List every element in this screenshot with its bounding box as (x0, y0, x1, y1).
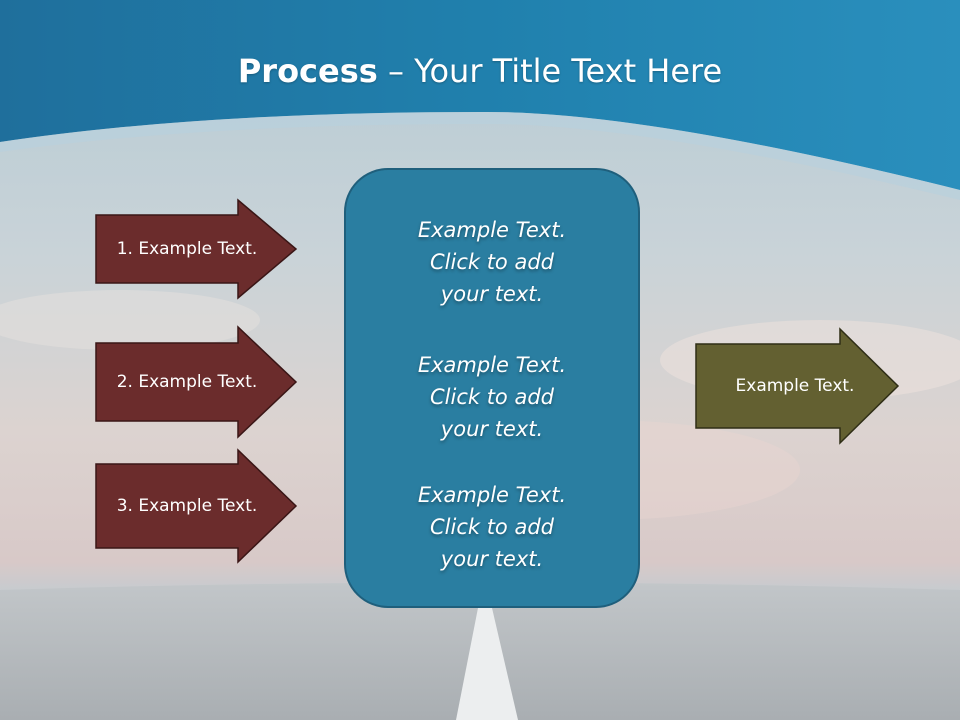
block-line: Click to add (429, 385, 554, 409)
title-bold: Process (237, 52, 378, 90)
input-arrow-1[interactable]: 1. Example Text. (94, 198, 298, 300)
block-line: Click to add (429, 515, 554, 539)
block-line: your text. (440, 547, 544, 571)
block-line: Example Text. (417, 218, 567, 242)
input-arrow-3[interactable]: 3. Example Text. (94, 448, 298, 564)
block-line: your text. (440, 417, 544, 441)
center-text-block-3[interactable]: Example Text. Click to add your text. (346, 479, 638, 575)
input-arrow-2[interactable]: 2. Example Text. (94, 325, 298, 439)
center-text-block-1[interactable]: Example Text. Click to add your text. (346, 214, 638, 310)
output-arrow-label: Example Text. (735, 376, 855, 396)
arrow-shape (95, 198, 298, 300)
slide-title: Process – Your Title Text Here (0, 52, 960, 90)
arrow-shape (695, 327, 900, 445)
block-line: Example Text. (417, 483, 567, 507)
input-arrow-label: 1. Example Text. (116, 239, 258, 259)
arrow-shape (95, 448, 298, 564)
center-text-block-2[interactable]: Example Text. Click to add your text. (346, 349, 638, 445)
input-arrow-label: 2. Example Text. (116, 372, 258, 392)
block-line: Click to add (429, 250, 554, 274)
output-arrow[interactable]: Example Text. (694, 327, 900, 445)
arrow-shape (95, 325, 298, 439)
input-arrow-label: 3. Example Text. (116, 496, 258, 516)
block-line: Example Text. (417, 353, 567, 377)
center-process-box[interactable]: Example Text. Click to add your text. Ex… (344, 168, 640, 608)
title-rest: – Your Title Text Here (377, 52, 723, 90)
block-line: your text. (440, 282, 544, 306)
